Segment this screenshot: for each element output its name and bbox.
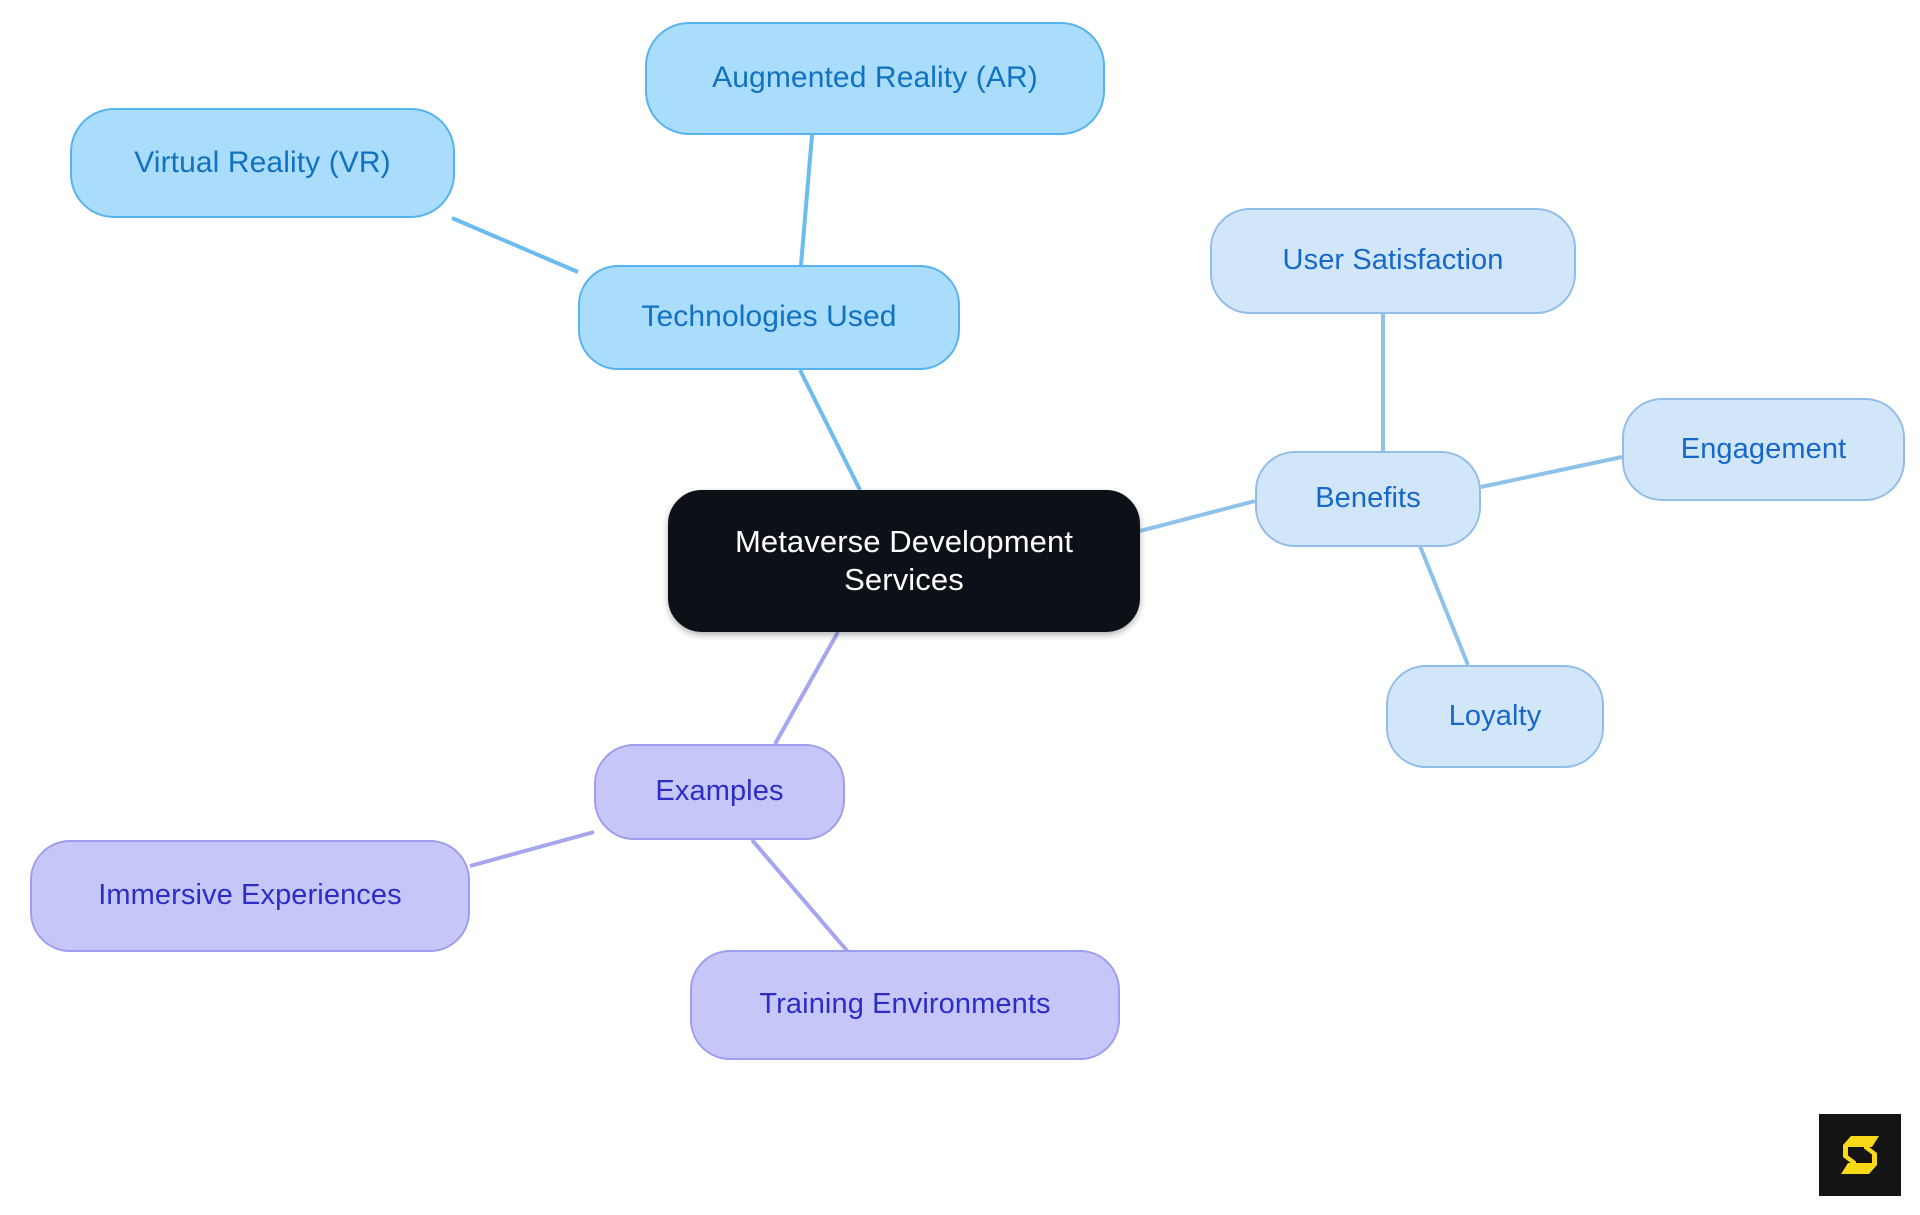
node-training-environments[interactable]: Training Environments xyxy=(690,950,1120,1060)
edge-root-examples xyxy=(773,631,840,745)
node-user-satisfaction[interactable]: User Satisfaction xyxy=(1210,208,1576,314)
node-benefits[interactable]: Benefits xyxy=(1255,451,1481,547)
edge-examples-training xyxy=(750,838,857,962)
node-engagement[interactable]: Engagement xyxy=(1622,398,1905,501)
edge-benefits-loyalty xyxy=(1418,545,1470,666)
logo-s-bottom xyxy=(1841,1143,1877,1174)
watermark-logo xyxy=(1819,1114,1901,1196)
edge-root-technologies xyxy=(798,369,862,491)
logo-s-icon xyxy=(1841,1136,1879,1174)
edge-technologies-ar xyxy=(798,134,814,278)
node-augmented-reality[interactable]: Augmented Reality (AR) xyxy=(645,22,1105,135)
logo-s-top xyxy=(1843,1136,1879,1167)
node-virtual-reality[interactable]: Virtual Reality (VR) xyxy=(70,108,455,218)
node-loyalty[interactable]: Loyalty xyxy=(1386,665,1604,768)
node-technologies-used[interactable]: Technologies Used xyxy=(578,265,960,370)
node-root[interactable]: Metaverse Development Services xyxy=(668,490,1140,632)
node-immersive-experiences[interactable]: Immersive Experiences xyxy=(30,840,470,952)
edge-technologies-vr xyxy=(451,216,579,274)
edge-benefits-engagement xyxy=(1480,455,1623,489)
edge-root-benefits xyxy=(1139,499,1256,533)
edge-examples-immersive xyxy=(469,830,595,868)
node-examples[interactable]: Examples xyxy=(594,744,845,840)
